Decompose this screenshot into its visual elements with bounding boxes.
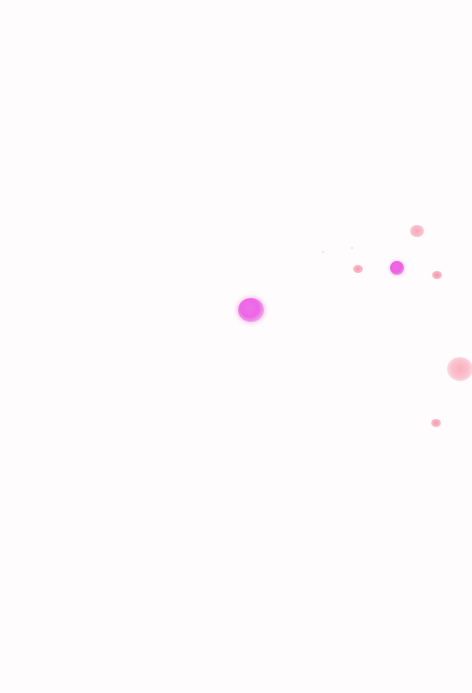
large-magenta-dot xyxy=(238,298,264,322)
small-magenta-dot xyxy=(390,261,404,275)
large-faint-pink-dot xyxy=(447,357,472,381)
faint-speck xyxy=(351,247,353,249)
pink-dot-far-right xyxy=(432,271,442,279)
pink-dot-middle xyxy=(353,265,363,273)
pink-dot-bottom xyxy=(431,419,441,427)
pink-dot-top-right xyxy=(410,225,424,237)
faint-speck xyxy=(322,251,324,253)
